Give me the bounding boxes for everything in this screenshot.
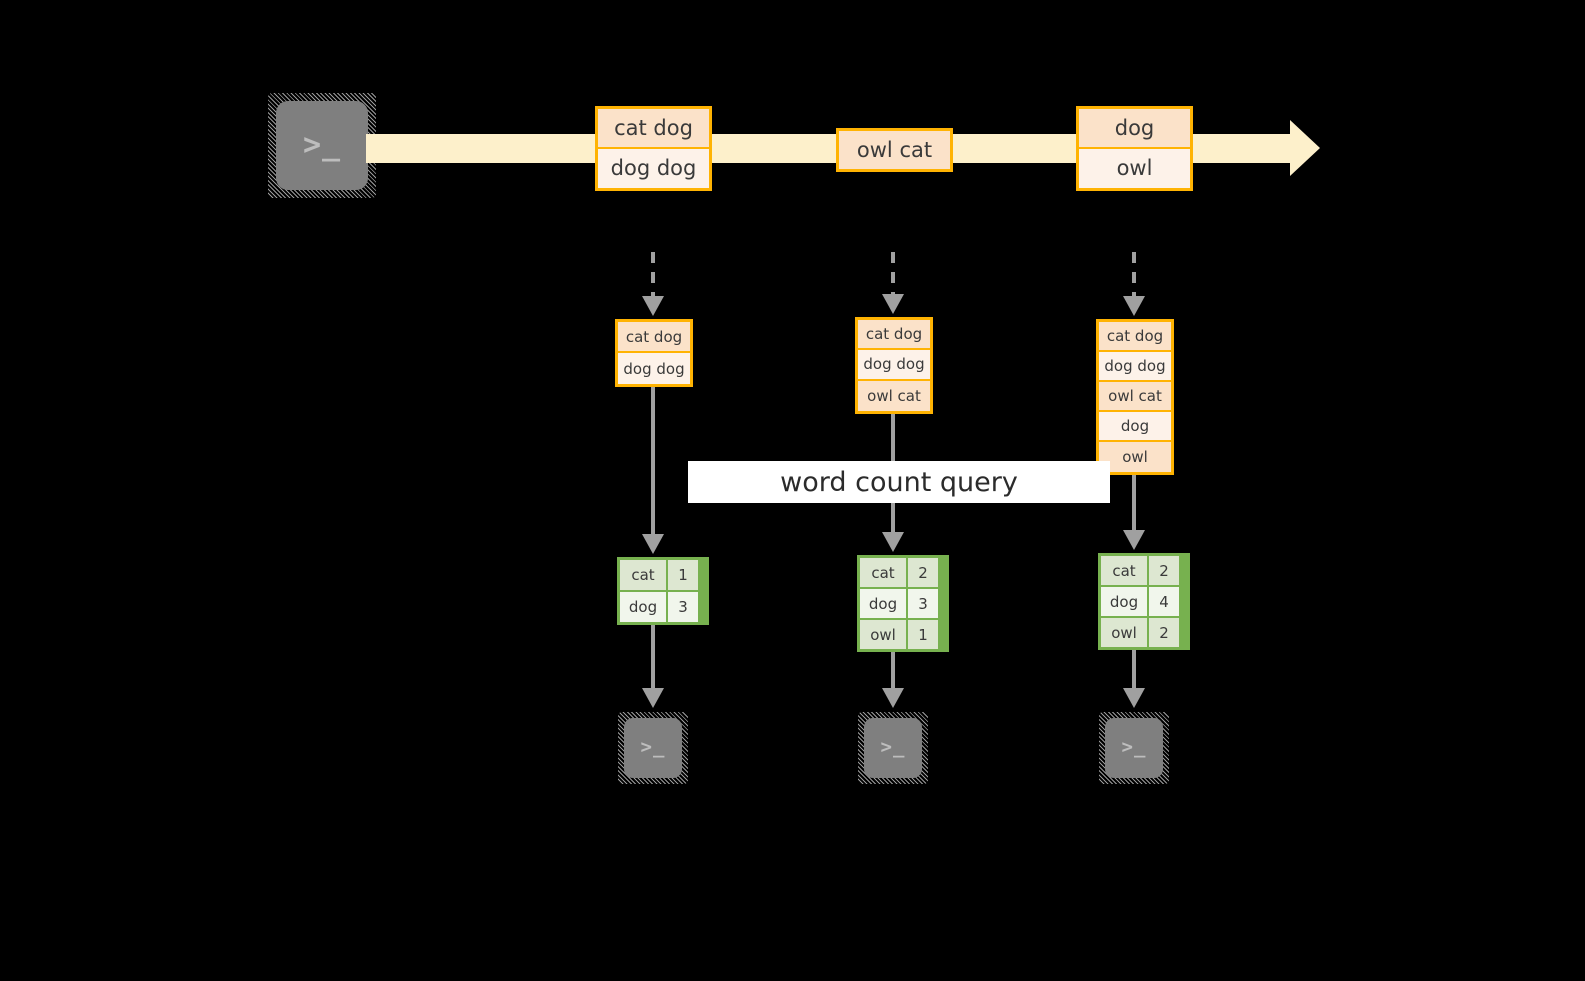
stream-tap-line	[891, 252, 895, 298]
count-word: cat	[860, 558, 908, 587]
count-value: 3	[908, 589, 938, 618]
count-row: cat 2	[1101, 556, 1187, 587]
stream-arrow-head-icon	[1290, 120, 1320, 176]
snapshot-1-output-line	[651, 625, 655, 691]
snapshot-3-output-line	[1132, 650, 1136, 691]
record-line: owl cat	[839, 131, 950, 169]
stream-tap-arrowhead-icon	[642, 296, 664, 316]
snapshot-2-output-arrowhead-icon	[882, 688, 904, 708]
input-line: dog dog	[618, 353, 690, 384]
record-line: owl	[1079, 148, 1190, 188]
snapshot-1-sink-terminal-icon: >_	[618, 712, 688, 784]
stream-tap-arrowhead-icon	[1123, 296, 1145, 316]
count-row: cat 1	[620, 560, 706, 592]
terminal-prompt-glyph: >_	[640, 736, 666, 759]
terminal-prompt-glyph: >_	[880, 736, 906, 759]
input-line: dog dog	[858, 350, 930, 381]
input-line: owl cat	[1099, 382, 1171, 412]
input-line: cat dog	[1099, 322, 1171, 352]
source-terminal-icon: >_	[268, 93, 376, 198]
snapshot-3-query-arrowhead-icon	[1123, 530, 1145, 550]
terminal-face	[624, 718, 682, 778]
count-word: cat	[1101, 556, 1149, 585]
snapshot-3-sink-terminal-icon: >_	[1099, 712, 1169, 784]
count-value: 1	[908, 620, 938, 649]
snapshot-2-output-line	[891, 652, 895, 691]
count-value: 2	[1149, 556, 1179, 585]
count-row: dog 3	[860, 589, 946, 620]
terminal-face	[276, 101, 368, 190]
terminal-face	[1105, 718, 1163, 778]
snapshot-3-query-line	[1132, 475, 1136, 533]
snapshot-3-input-table: cat dog dog dog owl cat dog owl	[1096, 319, 1174, 475]
count-value: 2	[908, 558, 938, 587]
count-row: dog 4	[1101, 587, 1187, 618]
input-line: dog	[1099, 412, 1171, 442]
count-word: owl	[860, 620, 908, 649]
input-line: cat dog	[618, 322, 690, 353]
count-value: 1	[668, 560, 698, 590]
count-row: owl 2	[1101, 618, 1187, 647]
count-word: owl	[1101, 618, 1149, 647]
snapshot-2-input-table: cat dog dog dog owl cat	[855, 317, 933, 414]
input-line: dog dog	[1099, 352, 1171, 382]
snapshot-1-query-line	[651, 387, 655, 537]
stream-tap-arrowhead-icon	[882, 294, 904, 314]
count-row: dog 3	[620, 592, 706, 622]
count-row: cat 2	[860, 558, 946, 589]
snapshot-2-query-arrowhead-icon	[882, 532, 904, 552]
count-word: dog	[860, 589, 908, 618]
input-line: cat dog	[858, 320, 930, 351]
terminal-prompt-glyph: >_	[1121, 736, 1147, 759]
record-line: dog dog	[598, 148, 709, 188]
terminal-face	[864, 718, 922, 778]
stream-record-batch-3: dog owl	[1076, 106, 1193, 191]
stream-tap-line	[651, 252, 655, 300]
count-value: 2	[1149, 618, 1179, 647]
stream-record-batch-1: cat dog dog dog	[595, 106, 712, 191]
input-line: owl cat	[858, 380, 930, 411]
word-count-query-banner: word count query	[688, 461, 1110, 503]
record-line: dog	[1079, 109, 1190, 149]
snapshot-1-output-arrowhead-icon	[642, 688, 664, 708]
count-row: owl 1	[860, 620, 946, 649]
snapshot-1-count-table: cat 1 dog 3	[617, 557, 709, 625]
input-line: owl	[1099, 442, 1171, 472]
snapshot-2-sink-terminal-icon: >_	[858, 712, 928, 784]
snapshot-1-input-table: cat dog dog dog	[615, 319, 693, 387]
count-word: cat	[620, 560, 668, 590]
count-word: dog	[620, 592, 668, 622]
count-word: dog	[1101, 587, 1149, 616]
count-value: 4	[1149, 587, 1179, 616]
record-line: cat dog	[598, 109, 709, 149]
stream-tap-line	[1132, 252, 1136, 300]
terminal-prompt-glyph: >_	[302, 126, 342, 162]
snapshot-2-count-table: cat 2 dog 3 owl 1	[857, 555, 949, 652]
stream-record-batch-2: owl cat	[836, 128, 953, 172]
snapshot-1-query-arrowhead-icon	[642, 534, 664, 554]
snapshot-3-count-table: cat 2 dog 4 owl 2	[1098, 553, 1190, 650]
count-value: 3	[668, 592, 698, 622]
snapshot-3-output-arrowhead-icon	[1123, 688, 1145, 708]
